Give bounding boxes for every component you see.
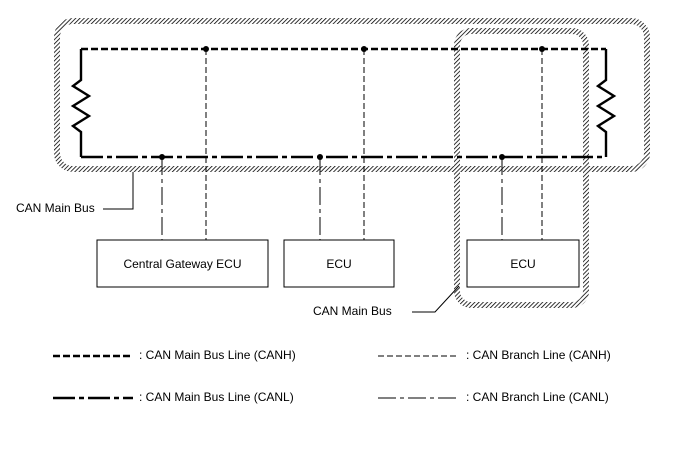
ecu-label: ECU bbox=[326, 257, 352, 271]
main-bus-outline bbox=[54, 18, 650, 172]
legend-main-canh-text: : CAN Main Bus Line (CANH) bbox=[139, 348, 296, 362]
right-terminator-resistor bbox=[595, 49, 617, 157]
ecu-label: ECU bbox=[510, 257, 536, 271]
callout-leader-left bbox=[103, 172, 134, 210]
branch-bus-outline bbox=[454, 28, 589, 308]
callout-leader-bottom bbox=[412, 285, 460, 313]
ecu-box bbox=[283, 239, 395, 288]
callout-can-main-bus-left: CAN Main Bus bbox=[16, 201, 95, 215]
ecu-box-central-gateway bbox=[96, 239, 269, 288]
callout-can-main-bus-bottom: CAN Main Bus bbox=[313, 304, 392, 318]
left-terminator-resistor bbox=[70, 49, 92, 157]
legend-main-canl-text: : CAN Main Bus Line (CANL) bbox=[139, 390, 294, 404]
legend-branch-canh-text: : CAN Branch Line (CANH) bbox=[466, 348, 611, 362]
legend-branch-canl-text: : CAN Branch Line (CANL) bbox=[466, 390, 609, 404]
ecu-box bbox=[466, 239, 580, 288]
ecu-label-central-gateway: Central Gateway ECU bbox=[123, 257, 242, 271]
